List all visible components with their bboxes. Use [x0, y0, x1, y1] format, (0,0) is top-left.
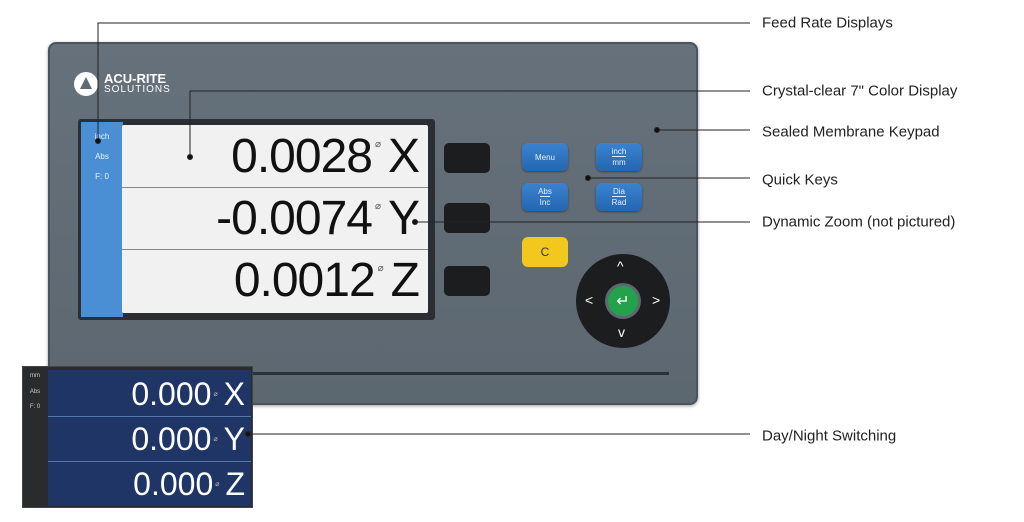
menu-key-label: Menu — [534, 152, 555, 162]
key-label-top: Dia — [612, 187, 625, 196]
callout-display: Crystal-clear 7" Color Display — [762, 82, 958, 100]
day-display: inch Abs F: 0 0.0028⌀X -0.0074⌀Y 0.0012⌀… — [78, 119, 435, 320]
status-sidebar: mm Abs F: 0 — [23, 367, 47, 507]
diameter-icon: ⌀ — [377, 263, 384, 274]
key-label-bottom: Rad — [611, 196, 627, 207]
key-label-top: inch — [611, 147, 627, 156]
axis-label: Y — [387, 191, 420, 245]
diameter-icon: ⌀ — [213, 391, 218, 398]
axis-row-z: 0.000⌀ Z — [133, 462, 245, 506]
axis-value: 0.000 — [131, 420, 212, 457]
down-arrow-key[interactable]: v — [618, 324, 625, 340]
callout-line-feed-rate — [97, 22, 750, 141]
callout-dot — [187, 154, 193, 160]
axis-label: X — [223, 375, 245, 412]
callout-dynamic-zoom: Dynamic Zoom (not pictured) — [762, 213, 956, 231]
divider — [48, 461, 251, 462]
right-arrow-key[interactable]: > — [652, 292, 661, 308]
callout-dot — [245, 431, 251, 437]
axis-readout-area: 0.0028⌀X -0.0074⌀Y 0.0012⌀Z — [122, 125, 428, 313]
mode-indicator: Abs — [29, 389, 41, 395]
diameter-icon: ⌀ — [374, 201, 381, 212]
axis-value: 0.000 — [131, 375, 212, 412]
axis-label: Z — [390, 253, 420, 307]
night-display: mm Abs F: 0 0.000⌀X 0.000⌀Y 0.000⌀Z — [22, 366, 253, 508]
diameter-icon: ⌀ — [215, 481, 220, 488]
axis-value: 0.0012 — [233, 253, 376, 307]
soft-key-z[interactable] — [444, 266, 490, 296]
axis-readout-area: 0.000⌀X 0.000⌀Y 0.000⌀Z — [48, 370, 251, 506]
direction-pad: ^ v < > ↵ — [576, 254, 670, 348]
panel-groove — [125, 372, 669, 375]
key-label-bottom: Inc — [539, 196, 551, 207]
brand-sub: SOLUTIONS — [104, 84, 171, 95]
diameter-icon: ⌀ — [374, 139, 381, 150]
callout-dot — [412, 219, 418, 225]
axis-row-x: 0.000⌀ X — [131, 372, 245, 416]
axis-label: X — [387, 129, 420, 183]
divider — [122, 187, 428, 188]
callout-quick-keys: Quick Keys — [762, 171, 838, 189]
divider — [48, 416, 251, 417]
logo-icon — [74, 72, 98, 96]
callout-feed-rate: Feed Rate Displays — [762, 14, 893, 32]
soft-key-x[interactable] — [444, 143, 490, 173]
axis-label: Y — [223, 420, 245, 457]
divider — [122, 249, 428, 250]
axis-value: -0.0074 — [216, 191, 373, 245]
menu-key[interactable]: Menu — [522, 143, 568, 171]
axis-value: 0.000 — [133, 465, 214, 502]
axis-row-y: -0.0074⌀ Y — [216, 187, 420, 249]
feed-rate-indicator: F: 0 — [29, 404, 41, 410]
axis-row-y: 0.000⌀ Y — [131, 417, 245, 461]
callout-dot — [95, 138, 101, 144]
clear-key[interactable]: C — [522, 237, 568, 267]
enter-key[interactable]: ↵ — [605, 283, 641, 319]
axis-row-x: 0.0028⌀ X — [231, 125, 420, 187]
key-label-top: Abs — [538, 187, 552, 196]
axis-row-z: 0.0012⌀ Z — [234, 249, 420, 311]
unit-indicator: mm — [30, 373, 40, 379]
callout-line-display — [189, 90, 750, 157]
callout-dot — [654, 127, 660, 133]
enter-icon: ↵ — [616, 293, 630, 310]
unit-indicator: inch — [94, 132, 110, 141]
status-sidebar: inch Abs F: 0 — [81, 122, 123, 317]
up-arrow-key[interactable]: ^ — [617, 258, 624, 274]
key-label-bottom: mm — [612, 156, 626, 167]
axis-value: 0.0028 — [231, 129, 373, 183]
feed-rate-indicator: F: 0 — [95, 172, 109, 181]
mode-indicator: Abs — [95, 152, 109, 161]
axis-label: Z — [225, 465, 245, 502]
callout-keypad: Sealed Membrane Keypad — [762, 123, 940, 141]
brand-name: ACU-RITE — [104, 71, 167, 86]
left-arrow-key[interactable]: < — [585, 292, 594, 308]
diameter-icon: ⌀ — [213, 436, 218, 443]
soft-key-y[interactable] — [444, 203, 490, 233]
callout-day-night: Day/Night Switching — [762, 427, 897, 445]
clear-key-label: C — [540, 245, 550, 259]
callout-dot — [585, 175, 591, 181]
